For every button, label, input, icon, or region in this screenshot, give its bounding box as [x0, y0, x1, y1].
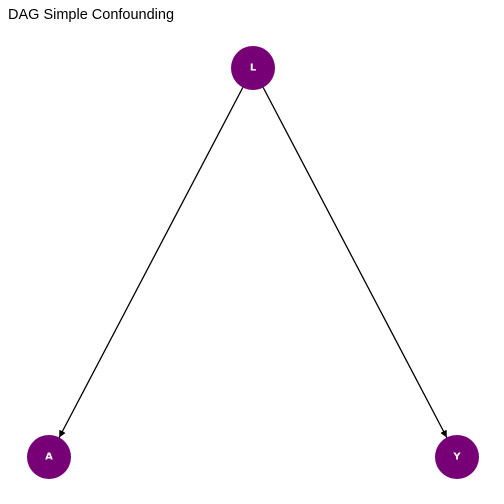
- diagram-title: DAG Simple Confounding: [8, 7, 174, 23]
- edge-l-to-a: [58, 87, 244, 438]
- node-l: L: [231, 46, 275, 90]
- node-label: A: [45, 452, 53, 463]
- node-circle: [435, 435, 479, 479]
- node-a: A: [27, 435, 71, 479]
- nodes-layer: L A Y: [27, 46, 479, 479]
- node-circle: [231, 46, 275, 90]
- node-label: Y: [452, 452, 461, 463]
- edge-l-to-y: [262, 87, 448, 438]
- node-label: L: [250, 63, 257, 74]
- node-y: Y: [435, 435, 479, 479]
- node-circle: [27, 435, 71, 479]
- edges-layer: [58, 87, 448, 438]
